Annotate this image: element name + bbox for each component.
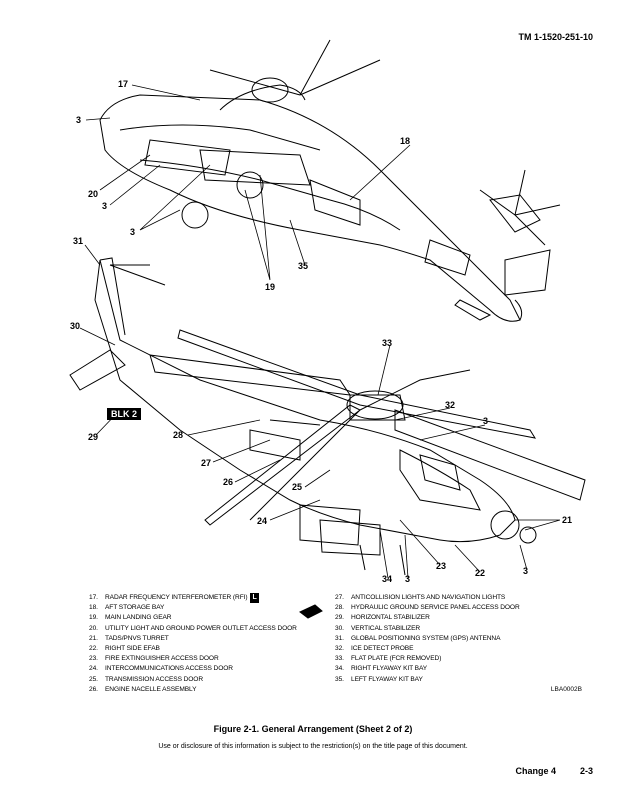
callout-30: 30 [70,321,81,331]
document-number: TM 1-1520-251-10 [518,32,593,42]
callout-3: 3 [130,227,136,237]
callout-20: 20 [88,189,99,199]
legend-item: 29.HORIZONTAL STABILIZER [335,614,430,622]
legend-item: 26.ENGINE NACELLE ASSEMBLY [89,685,197,693]
legend-item: 22.RIGHT SIDE EFAB [89,644,160,652]
page-footer: Change 4 2-3 [491,766,593,776]
callout-3: 3 [102,201,108,211]
legend-item: 30.VERTICAL STABILIZER [335,624,421,632]
leader-lines [79,84,561,579]
legend-item: 33.FLAT PLATE (FCR REMOVED) [335,655,442,663]
callout-28: 28 [173,430,184,440]
change-number: Change 4 [515,766,556,776]
callout-31: 31 [73,236,84,246]
legend-item: 19.MAIN LANDING GEAR [89,614,172,622]
callout-35: 35 [298,261,309,271]
blk-2-badge: BLK 2 [107,408,142,420]
legend-item: 23.FIRE EXTINGUISHER ACCESS DOOR [89,655,219,663]
callout-3: 3 [405,574,411,584]
callout-22: 22 [475,568,486,578]
callout-3: 3 [523,566,529,576]
callout-17: 17 [118,79,129,89]
callout-33: 33 [382,338,393,348]
legend-right-column: 27.ANTICOLLISION LIGHTS AND NAVIGATION L… [335,593,575,685]
callout-26: 26 [223,477,234,487]
callout-23: 23 [436,561,447,571]
figure-id: LBA0002B [550,686,582,693]
restriction-notice: Use or disclosure of this information is… [158,743,468,750]
page-number: 2-3 [579,766,593,776]
legend-item: 35.LEFT FLYAWAY KIT BAY [335,675,423,683]
callout-25: 25 [292,482,303,492]
callout-21: 21 [562,515,573,525]
legend-item: 28.HYDRAULIC GROUND SERVICE PANEL ACCESS… [335,604,520,612]
callout-3: 3 [76,115,82,125]
callout-18: 18 [400,136,411,146]
arrow-icon [299,604,323,619]
figure-caption: Figure 2-1. General Arrangement (Sheet 2… [213,724,413,734]
callout-27: 27 [201,458,212,468]
callout-24: 24 [257,516,268,526]
block-l-badge: L [250,593,259,604]
legend-left-column: 17.RADAR FREQUENCY INTERFEROMETER (RFI)L… [89,593,329,695]
callout-29: 29 [88,432,99,442]
legend-item: 25.TRANSMISSION ACCESS DOOR [89,675,203,683]
legend-item: 17.RADAR FREQUENCY INTERFEROMETER (RFI)L [89,593,329,604]
upper-helicopter-drawing [99,39,561,322]
lower-helicopter-drawing [69,257,586,576]
callout-34: 34 [382,574,393,584]
legend-item: 27.ANTICOLLISION LIGHTS AND NAVIGATION L… [335,594,506,601]
legend-item: 32.ICE DETECT PROBE [335,644,414,652]
callout-32: 32 [445,400,456,410]
legend-item: 21.TADS/PNVS TURRET [89,634,169,642]
legend-item: 31.GLOBAL POSITIONING SYSTEM (GPS) ANTEN… [335,634,501,642]
legend-item: 24.INTERCOMMUNICATIONS ACCESS DOOR [89,665,233,673]
callout-19: 19 [265,282,276,292]
legend-item: 34.RIGHT FLYAWAY KIT BAY [335,665,428,673]
callout-3: 3 [483,416,489,426]
legend-item: 20.UTILITY LIGHT AND GROUND POWER OUTLET… [89,624,297,632]
legend-item: 18.AFT STORAGE BAY [89,604,165,612]
